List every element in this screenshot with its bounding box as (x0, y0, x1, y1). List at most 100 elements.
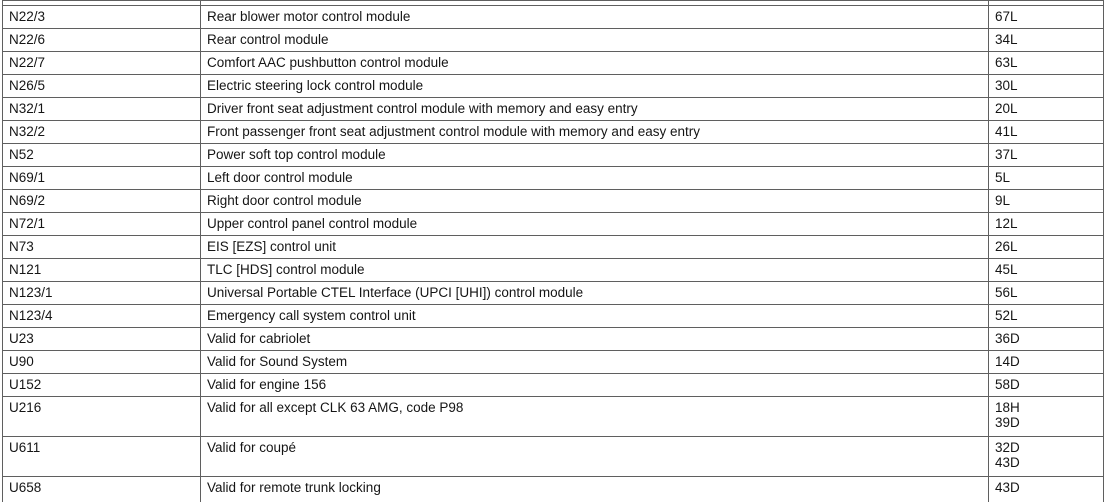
location-line: 63L (995, 55, 1018, 70)
code-cell: N69/2 (2, 189, 201, 213)
location-line: 32D (995, 440, 1020, 455)
description-cell: EIS [EZS] control unit (200, 235, 989, 259)
location-cell: 30L (988, 74, 1104, 98)
code-cell: N73 (2, 235, 201, 259)
description-cell: Front passenger front seat adjustment co… (200, 120, 989, 144)
location-cell: 34L (988, 28, 1104, 52)
location-line: 56L (995, 285, 1018, 300)
code-cell: N32/1 (2, 97, 201, 121)
location-cell: 36D (988, 327, 1104, 351)
code-cell: U23 (2, 327, 201, 351)
code-cell: N22/6 (2, 28, 201, 52)
description-cell: Valid for remote trunk locking (200, 476, 989, 502)
code-cell: U216 (2, 396, 201, 437)
description-cell: Driver front seat adjustment control mod… (200, 97, 989, 121)
code-cell: N22/7 (2, 51, 201, 75)
code-cell: N121 (2, 258, 201, 282)
code-cell: N26/5 (2, 74, 201, 98)
description-cell: Valid for all except CLK 63 AMG, code P9… (200, 396, 989, 437)
location-cell: 45L (988, 258, 1104, 282)
description-cell: Valid for cabriolet (200, 327, 989, 351)
location-cell: 63L (988, 51, 1104, 75)
location-line: 36D (995, 331, 1020, 346)
location-line: 30L (995, 78, 1018, 93)
description-cell: Valid for Sound System (200, 350, 989, 374)
code-cell: N22/3 (2, 5, 201, 29)
description-cell: Comfort AAC pushbutton control module (200, 51, 989, 75)
description-cell: Universal Portable CTEL Interface (UPCI … (200, 281, 989, 305)
location-line: 58D (995, 377, 1020, 392)
location-line: 39D (995, 415, 1020, 430)
description-cell: Upper control panel control module (200, 212, 989, 236)
location-line: 37L (995, 147, 1018, 162)
code-cell: N123/4 (2, 304, 201, 328)
location-cell: 14D (988, 350, 1104, 374)
location-line: 20L (995, 101, 1018, 116)
location-line: 43D (995, 480, 1020, 495)
description-cell: Valid for engine 156 (200, 373, 989, 397)
location-cell: 58D (988, 373, 1104, 397)
location-cell: 67L (988, 5, 1104, 29)
location-cell: 52L (988, 304, 1104, 328)
location-line: 14D (995, 354, 1020, 369)
code-cell: N123/1 (2, 281, 201, 305)
description-cell: TLC [HDS] control module (200, 258, 989, 282)
location-cell: 41L (988, 120, 1104, 144)
location-line: 9L (995, 193, 1011, 208)
location-cell: 5L (988, 166, 1104, 190)
code-cell: N52 (2, 143, 201, 167)
code-cell: U611 (2, 436, 201, 477)
location-cell: 37L (988, 143, 1104, 167)
code-cell: N32/2 (2, 120, 201, 144)
location-cell: 12L (988, 212, 1104, 236)
description-cell: Rear control module (200, 28, 989, 52)
location-line: 34L (995, 32, 1018, 47)
description-cell: Electric steering lock control module (200, 74, 989, 98)
location-line: 12L (995, 216, 1018, 231)
location-cell: 43D (988, 476, 1104, 502)
code-cell: U658 (2, 476, 201, 502)
location-line: 5L (995, 170, 1011, 185)
location-line: 45L (995, 262, 1018, 277)
description-cell: Rear blower motor control module (200, 5, 989, 29)
description-cell: Valid for coupé (200, 436, 989, 477)
description-cell: Emergency call system control unit (200, 304, 989, 328)
code-cell: U90 (2, 350, 201, 374)
code-cell: U152 (2, 373, 201, 397)
location-cell: 26L (988, 235, 1104, 259)
location-line: 52L (995, 308, 1018, 323)
location-cell: 20L (988, 97, 1104, 121)
location-line: 18H (995, 400, 1020, 415)
description-cell: Right door control module (200, 189, 989, 213)
location-line: 41L (995, 124, 1018, 139)
code-cell: N72/1 (2, 212, 201, 236)
location-cell: 56L (988, 281, 1104, 305)
location-line: 67L (995, 9, 1018, 24)
location-cell: 9L (988, 189, 1104, 213)
location-line: 26L (995, 239, 1018, 254)
description-cell: Power soft top control module (200, 143, 989, 167)
